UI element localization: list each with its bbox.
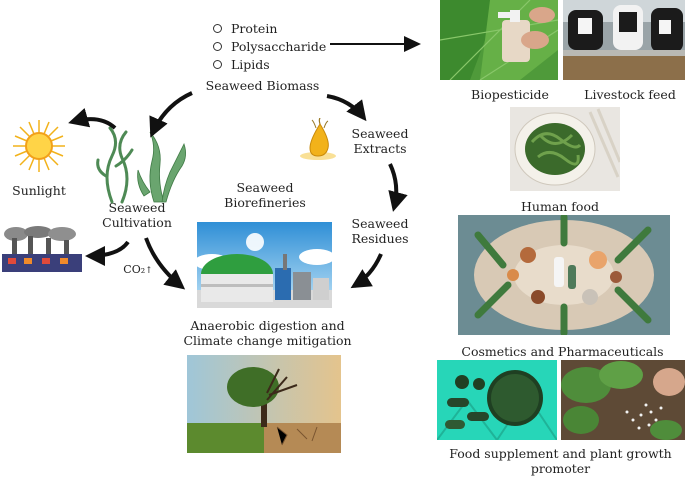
arrow-to-products	[330, 36, 421, 52]
biomass-components-list: Protein Polysaccharide Lipids	[213, 19, 326, 73]
arrow-to-factory	[85, 240, 130, 266]
human-food-photo	[510, 107, 620, 191]
food-supplement-photo	[437, 360, 557, 440]
arrow-cultivation-to-anaerobic	[144, 237, 186, 290]
label-sunlight: Sunlight	[12, 183, 66, 198]
arrow-biomass-to-cultivation	[149, 91, 193, 138]
label-livestock-feed: Livestock feed	[584, 87, 676, 102]
climate-change-tree-photo	[187, 355, 341, 453]
label-human-food: Human food	[521, 199, 599, 214]
up-arrow-icon: ↑	[145, 266, 153, 276]
component-polysaccharide: Polysaccharide	[231, 38, 327, 54]
arrow-biomass-to-extracts	[326, 94, 367, 122]
component-lipids: Lipids	[231, 56, 270, 72]
label-seaweed-extracts: Seaweed Extracts	[351, 126, 409, 156]
seaweed-illustration	[92, 126, 190, 204]
bullet-circle-icon	[213, 41, 222, 51]
label-anaerobic-digestion: Anaerobic digestion and Climate change m…	[183, 318, 352, 348]
cosmetics-photo	[458, 215, 670, 335]
arrow-residues-to-anaerobic	[350, 253, 383, 289]
bullet-circle-icon	[213, 59, 222, 69]
label-seaweed-biorefineries: Seaweed Biorefineries	[224, 180, 306, 210]
oil-extract-icon	[300, 115, 340, 162]
label-biopesticide: Biopesticide	[471, 87, 549, 102]
label-seaweed-residues: Seaweed Residues	[351, 216, 409, 246]
livestock-feed-photo	[563, 0, 685, 80]
arrow-to-sunlight	[68, 107, 117, 130]
label-co2: CO₂↑	[123, 263, 153, 276]
label-seaweed-cultivation: Seaweed Cultivation	[102, 200, 172, 230]
plant-growth-photo	[561, 360, 685, 440]
sun-icon	[11, 118, 67, 174]
biopesticide-photo	[440, 0, 558, 80]
anaerobic-digester-image	[197, 222, 332, 308]
label-cosmetics-pharmaceuticals: Cosmetics and Pharmaceuticals	[461, 344, 664, 359]
label-seaweed-biomass: Seaweed Biomass	[205, 78, 320, 93]
bullet-circle-icon	[213, 23, 222, 33]
component-protein: Protein	[231, 20, 278, 36]
arrow-extracts-to-residues	[388, 163, 408, 212]
factory-pollution-icon	[2, 226, 82, 272]
label-food-supplement: Food supplement and plant growth promote…	[449, 446, 672, 476]
